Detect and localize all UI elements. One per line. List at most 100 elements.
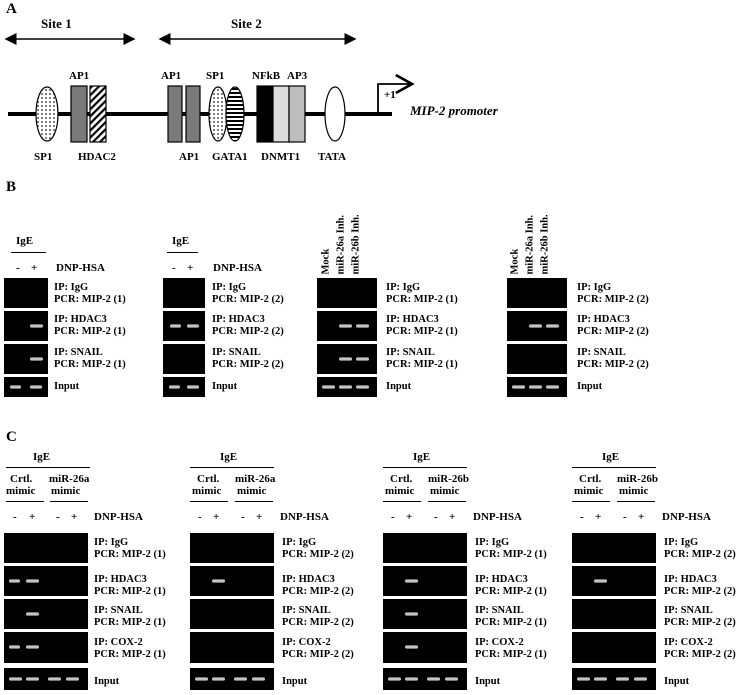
label-ap1-top-1: AP1 bbox=[69, 70, 90, 82]
c4-sign-1: - bbox=[580, 511, 584, 523]
panel-c-letter: C bbox=[6, 429, 17, 445]
c4-ige-line bbox=[572, 467, 656, 468]
b1-gel-snail bbox=[4, 344, 48, 374]
c1-mir-2: mimic bbox=[51, 485, 81, 497]
c2-mir-line bbox=[235, 501, 273, 502]
band bbox=[212, 677, 225, 681]
band bbox=[405, 579, 418, 583]
c3-r4-l1: IP: COX-2 bbox=[475, 637, 524, 648]
c1-sign-1: - bbox=[13, 511, 17, 523]
b1-r3-l1: IP: SNAIL bbox=[54, 347, 103, 358]
b3-lane-mir26b: miR-26b Inh. bbox=[350, 214, 362, 275]
promoter-diagram bbox=[4, 33, 415, 143]
band bbox=[594, 677, 607, 681]
c4-dnp: DNP-HSA bbox=[662, 511, 711, 523]
band bbox=[30, 324, 43, 328]
c2-gel-hdac3 bbox=[190, 566, 274, 596]
c3-gel-igg bbox=[383, 533, 467, 563]
site1-label: Site 1 bbox=[41, 16, 72, 31]
c4-mir-2: mimic bbox=[619, 485, 649, 497]
c2-r3-l2: PCR: MIP-2 (2) bbox=[282, 617, 354, 628]
c3-gel-cox2 bbox=[383, 632, 467, 663]
c3-gel-snail bbox=[383, 599, 467, 629]
c1-r2-l1: IP: HDAC3 bbox=[94, 574, 147, 585]
c2-ige-label: IgE bbox=[220, 451, 238, 463]
label-hdac2-bottom: HDAC2 bbox=[78, 151, 116, 163]
c2-ctrl-2: mimic bbox=[192, 485, 222, 497]
b3-lane-mir26a: miR-26a Inh. bbox=[335, 214, 347, 275]
c4-gel-hdac3 bbox=[572, 566, 656, 596]
label-gata1-bottom: GATA1 bbox=[212, 151, 248, 163]
b2-r2-l1: IP: HDAC3 bbox=[212, 314, 265, 325]
b2-r4-l1: Input bbox=[212, 381, 238, 392]
c2-gel-cox2 bbox=[190, 632, 274, 663]
b1-r4-l1: Input bbox=[54, 381, 80, 392]
c3-ige-label: IgE bbox=[413, 451, 431, 463]
c2-r1-l1: IP: IgG bbox=[282, 537, 317, 548]
band bbox=[234, 677, 247, 681]
b4-r3-l1: IP: SNAIL bbox=[577, 347, 626, 358]
c4-sign-2: + bbox=[595, 511, 602, 523]
b4-r4-l1: Input bbox=[577, 381, 603, 392]
c1-r3-l2: PCR: MIP-2 (1) bbox=[94, 617, 166, 628]
c1-ctrl-2: mimic bbox=[6, 485, 36, 497]
c4-gel-snail bbox=[572, 599, 656, 629]
c2-gel-igg bbox=[190, 533, 274, 563]
c2-r1-l2: PCR: MIP-2 (2) bbox=[282, 549, 354, 560]
c2-ctrl-1: Crtl. bbox=[197, 473, 220, 485]
b4-lane-mir26a: miR-26a Inh. bbox=[524, 214, 536, 275]
c3-mir-2: mimic bbox=[430, 485, 460, 497]
c4-ctrl-line bbox=[572, 501, 610, 502]
band bbox=[356, 357, 369, 361]
band bbox=[529, 385, 542, 389]
b2-r3-l2: PCR: MIP-2 (2) bbox=[212, 359, 284, 370]
c2-sign-3: - bbox=[241, 511, 245, 523]
b2-r2-l2: PCR: MIP-2 (2) bbox=[212, 326, 284, 337]
c2-dnp: DNP-HSA bbox=[280, 511, 329, 523]
b2-gel-hdac3 bbox=[163, 311, 205, 341]
label-sp1-bottom: SP1 bbox=[34, 151, 53, 163]
band bbox=[405, 612, 418, 616]
c4-r1-l1: IP: IgG bbox=[664, 537, 699, 548]
b1-dnp: DNP-HSA bbox=[56, 262, 105, 274]
band bbox=[322, 385, 335, 389]
band bbox=[26, 579, 39, 583]
b2-gel-igg bbox=[163, 278, 205, 308]
band bbox=[30, 385, 42, 389]
c1-r1-l1: IP: IgG bbox=[94, 537, 129, 548]
c4-gel-cox2 bbox=[572, 632, 656, 663]
panel-a-letter: A bbox=[6, 1, 17, 17]
c2-r4-l2: PCR: MIP-2 (2) bbox=[282, 649, 354, 660]
b1-ige-line bbox=[11, 252, 46, 253]
band bbox=[388, 677, 401, 681]
b3-gel-snail bbox=[317, 344, 377, 374]
tss-arrow bbox=[377, 73, 415, 114]
c4-gel-igg bbox=[572, 533, 656, 563]
c3-ctrl-line bbox=[383, 501, 421, 502]
c2-sign-2: + bbox=[213, 511, 220, 523]
sp1-element-2 bbox=[208, 86, 228, 142]
dnmt1-element bbox=[272, 85, 290, 143]
b3-r3-l2: PCR: MIP-2 (1) bbox=[386, 359, 458, 370]
b4-gel-input bbox=[507, 377, 567, 397]
band bbox=[26, 677, 39, 681]
b3-r1-l2: PCR: MIP-2 (1) bbox=[386, 294, 458, 305]
b3-r2-l2: PCR: MIP-2 (1) bbox=[386, 326, 458, 337]
site2-label: Site 2 bbox=[231, 16, 262, 31]
b4-r2-l1: IP: HDAC3 bbox=[577, 314, 630, 325]
c1-mir-1: miR-26a bbox=[49, 473, 90, 485]
c1-gel-igg bbox=[4, 533, 88, 563]
b1-gel-igg bbox=[4, 278, 48, 308]
ap1-element-3 bbox=[185, 85, 201, 143]
promoter-name: MIP-2 promoter bbox=[410, 103, 498, 118]
c1-gel-snail bbox=[4, 599, 88, 629]
b4-gel-snail bbox=[507, 344, 567, 374]
c3-r1-l2: PCR: MIP-2 (1) bbox=[475, 549, 547, 560]
ap1-element-1 bbox=[70, 85, 88, 143]
b2-ige-line bbox=[167, 252, 198, 253]
b1-r3-l2: PCR: MIP-2 (1) bbox=[54, 359, 126, 370]
c1-mir-line bbox=[50, 501, 88, 502]
b4-r1-l2: PCR: MIP-2 (2) bbox=[577, 294, 649, 305]
b3-gel-input bbox=[317, 377, 377, 397]
